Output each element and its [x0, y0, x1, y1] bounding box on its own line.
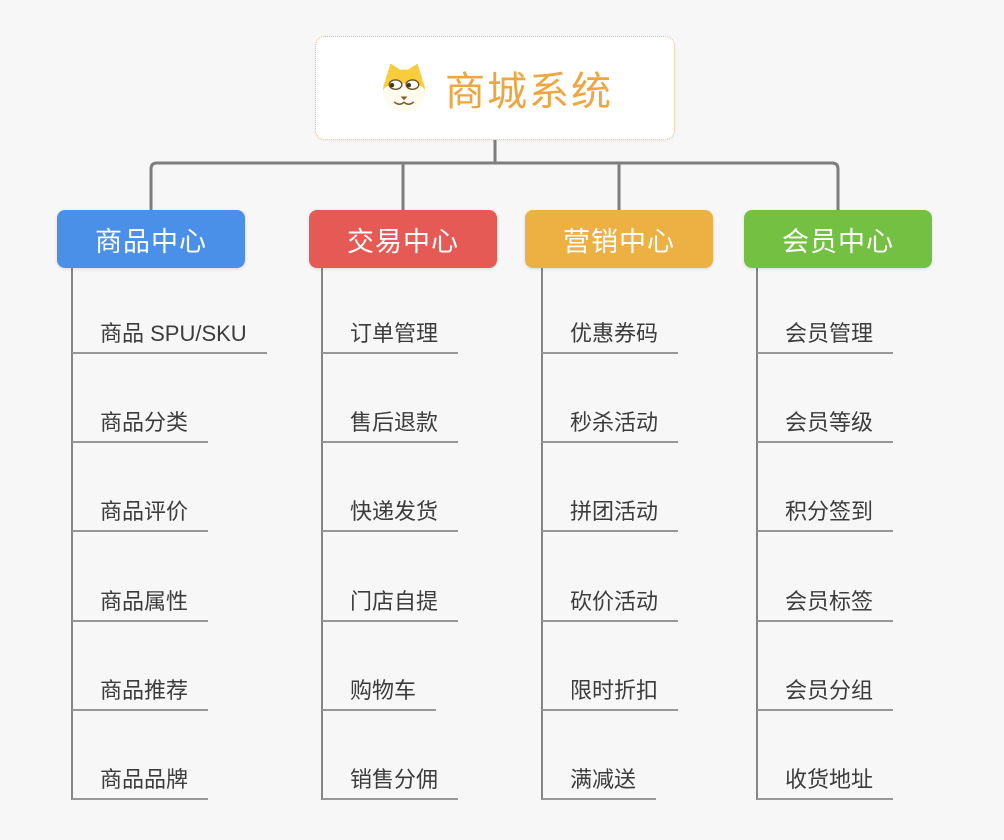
subtopic-product-review[interactable]: 商品评价 [72, 499, 209, 532]
subtopic-full-reduction[interactable]: 满减送 [542, 767, 657, 800]
branch-node-marketing-center[interactable]: 营销中心 [525, 210, 713, 268]
branch-node-product-center[interactable]: 商品中心 [57, 210, 245, 268]
subtopic-bargain-activity[interactable]: 砍价活动 [542, 589, 679, 622]
subtopic-aftersale-refund[interactable]: 售后退款 [322, 410, 459, 443]
subtopic-group-buy[interactable]: 拼团活动 [542, 499, 679, 532]
root-title: 商城系统 [445, 70, 613, 114]
subtopic-product-recommend[interactable]: 商品推荐 [72, 678, 209, 711]
subtopic-flash-sale[interactable]: 秒杀活动 [542, 410, 679, 443]
subtopic-member-management[interactable]: 会员管理 [757, 321, 894, 354]
subtopic-member-tag[interactable]: 会员标签 [757, 589, 894, 622]
subtopic-product-spu-sku[interactable]: 商品 SPU/SKU [72, 321, 267, 354]
branch-node-trade-center[interactable]: 交易中心 [309, 210, 497, 268]
subtopic-product-brand[interactable]: 商品品牌 [72, 767, 209, 800]
shiba-dog-icon [382, 63, 426, 113]
subtopic-shipping-address[interactable]: 收货地址 [757, 767, 894, 800]
subtopic-store-pickup[interactable]: 门店自提 [322, 589, 459, 622]
subtopic-sales-commission[interactable]: 销售分佣 [322, 767, 459, 800]
subtopic-coupon-code[interactable]: 优惠券码 [542, 321, 679, 354]
branch-node-member-center[interactable]: 会员中心 [744, 210, 932, 268]
subtopic-express-delivery[interactable]: 快递发货 [322, 499, 459, 532]
subtopic-product-attribute[interactable]: 商品属性 [72, 589, 209, 622]
subtopic-points-checkin[interactable]: 积分签到 [757, 499, 894, 532]
subtopic-order-management[interactable]: 订单管理 [322, 321, 459, 354]
subtopic-shopping-cart[interactable]: 购物车 [322, 678, 437, 711]
subtopic-member-group[interactable]: 会员分组 [757, 678, 894, 711]
subtopic-product-category[interactable]: 商品分类 [72, 410, 209, 443]
subtopic-time-limited-discount[interactable]: 限时折扣 [542, 678, 679, 711]
root-node[interactable]: 商城系统 [315, 36, 675, 140]
subtopic-member-level[interactable]: 会员等级 [757, 410, 894, 443]
